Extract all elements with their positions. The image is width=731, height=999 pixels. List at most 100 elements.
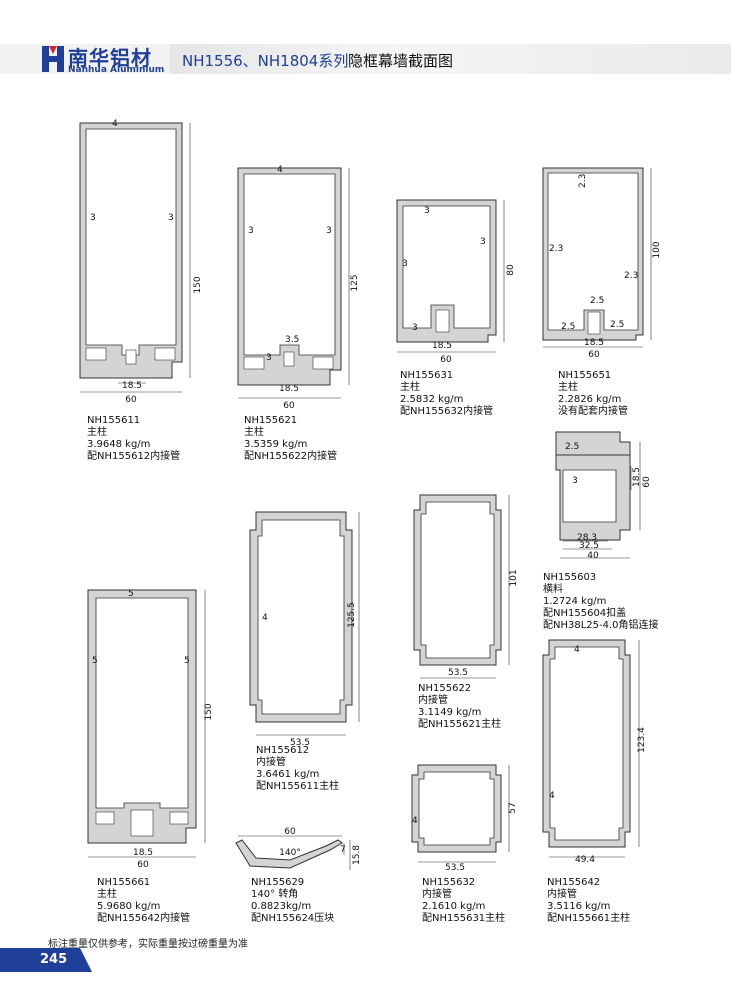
profile-type: 主柱 <box>97 889 117 900</box>
dim-label: 2.3 <box>549 244 563 254</box>
page-title: 隐框幕墙截面图 <box>348 52 454 70</box>
profile-nh155651-drawing: 2.3 2.3 2.3 100 2.5 2.5 2.5 18.5 60 <box>542 167 662 360</box>
profile-type: 内接管 <box>547 889 577 900</box>
dim-label: 2.5 <box>561 322 575 332</box>
caption-nh155603: NH155603 横料 1.2724 kg/m 配NH155604扣盖 配NH3… <box>543 572 659 632</box>
caption-nh155621: NH155621 主柱 3.5359 kg/m 配NH155622内接管 <box>244 415 337 463</box>
dim-label: 3 <box>572 476 578 486</box>
profile-code: NH155651 <box>558 370 612 381</box>
dim-label: 18.5 <box>279 384 299 394</box>
dim-label: 3 <box>168 213 174 223</box>
brand-name-cn: 南华铝材 <box>68 46 152 70</box>
profile-code: NH155642 <box>547 877 601 888</box>
dim-label: 4 <box>277 165 283 175</box>
profile-type: 主柱 <box>87 427 107 438</box>
dim-label: 150 <box>193 276 203 293</box>
profile-type: 140° 转角 <box>251 889 299 900</box>
dim-label: 18.5 <box>122 381 142 391</box>
dim-label: 28.3 <box>577 533 597 543</box>
profile-type: 内接管 <box>418 695 448 706</box>
caption-nh155629: NH155629 140° 转角 0.8823kg/m 配NH155624压块 <box>251 877 334 925</box>
profile-note: 没有配套内接管 <box>558 406 628 417</box>
page-tab-shape <box>0 948 92 972</box>
profile-type: 内接管 <box>422 889 452 900</box>
profile-note: 配NH155612内接管 <box>87 451 181 462</box>
profile-note: 配NH155624压块 <box>251 913 335 924</box>
profile-code: NH155629 <box>251 877 305 888</box>
dim-label: 4 <box>412 816 418 826</box>
dim-label: 60 <box>588 350 600 360</box>
profile-nh155632-drawing: 4 57 53.5 <box>411 764 518 873</box>
dim-label: 2.3 <box>624 271 638 281</box>
dim-label: 3 <box>402 259 408 269</box>
profile-nh155629-drawing: 60 140° 7 15.8 <box>235 827 362 870</box>
dim-label: 2.3 <box>578 174 588 188</box>
profile-code: NH155661 <box>97 877 151 888</box>
dim-label: 2.5 <box>590 296 604 306</box>
dim-label: 53.5 <box>445 863 465 873</box>
dim-label: 2.5 <box>565 442 579 452</box>
profile-weight: 3.1149 kg/m <box>418 707 482 718</box>
dim-label: 123.4 <box>637 727 647 753</box>
dim-label: 3 <box>424 206 430 216</box>
profile-type: 主柱 <box>558 382 578 393</box>
dim-label: 5 <box>184 656 190 666</box>
profile-note: 配NH155622内接管 <box>244 451 338 462</box>
profile-type: 内接管 <box>256 757 286 768</box>
dim-label: 80 <box>506 264 516 276</box>
profile-weight: 5.9680 kg/m <box>97 901 161 912</box>
dim-label: 125.5 <box>347 602 357 628</box>
page-number: 245 <box>40 952 68 967</box>
caption-nh155661: NH155661 主柱 5.9680 kg/m 配NH155642内接管 <box>97 877 190 925</box>
dim-label: 40 <box>587 551 599 561</box>
profile-code: NH155612 <box>256 745 310 756</box>
dim-label: 4 <box>112 119 118 129</box>
profile-type: 横料 <box>543 584 563 595</box>
dim-label: 3 <box>480 237 486 247</box>
caption-nh155651: NH155651 主柱 2.2826 kg/m 没有配套内接管 <box>558 370 628 418</box>
header-band <box>170 44 731 74</box>
dim-label: 18.5 <box>432 341 452 351</box>
dim-label: 3 <box>326 226 332 236</box>
dim-label: 53.5 <box>448 668 468 678</box>
profile-weight: 1.2724 kg/m <box>543 596 607 607</box>
dim-label: 150 <box>204 703 214 720</box>
dim-label: 60 <box>642 476 652 488</box>
dim-label: 3 <box>248 226 254 236</box>
dim-label: 57 <box>508 802 518 813</box>
profile-weight: 2.5832 kg/m <box>400 394 464 405</box>
profile-note: 配NH155642内接管 <box>97 913 191 924</box>
dim-label: 5 <box>92 656 98 666</box>
profile-nh155612-drawing: 4 125.5 53.5 <box>249 511 360 748</box>
dim-label: 4 <box>549 791 555 801</box>
dim-label: 15.8 <box>352 845 362 865</box>
profile-note: 配NH155604扣盖 <box>543 608 627 619</box>
brand-name-en: Nanhua Aluminium <box>68 65 165 75</box>
dim-label: 60 <box>440 355 452 365</box>
dim-label: 7 <box>340 845 346 855</box>
profile-note: 配NH155631主柱 <box>422 913 506 924</box>
caption-nh155611: NH155611 主柱 3.9648 kg/m 配NH155612内接管 <box>87 415 180 463</box>
profile-code: NH155622 <box>418 683 472 694</box>
profile-weight: 2.2826 kg/m <box>558 394 622 405</box>
dim-label: 4 <box>574 645 580 655</box>
caption-nh155612: NH155612 内接管 3.6461 kg/m 配NH155611主柱 <box>256 745 339 793</box>
weight-disclaimer: 标注重量仅供参考，实际重量按过磅重量为准 <box>48 939 248 950</box>
profile-code: NH155603 <box>543 572 597 583</box>
dim-label: 60 <box>284 827 296 837</box>
dim-label: 60 <box>125 395 137 405</box>
dim-label: 5 <box>128 589 134 599</box>
dim-label: 140° <box>279 848 301 858</box>
profile-weight: 3.6461 kg/m <box>256 769 320 780</box>
profile-weight: 3.9648 kg/m <box>87 439 151 450</box>
profile-weight: 0.8823kg/m <box>251 901 312 912</box>
dim-label: 100 <box>652 241 662 258</box>
profile-weight: 3.5116 kg/m <box>547 901 611 912</box>
dim-label: 101 <box>509 569 519 586</box>
caption-nh155632: NH155632 内接管 2.1610 kg/m 配NH155631主柱 <box>422 877 505 925</box>
profile-weight: 2.1610 kg/m <box>422 901 486 912</box>
dim-label: 3 <box>90 213 96 223</box>
dim-label: 125 <box>350 274 360 291</box>
profile-type: 主柱 <box>244 427 264 438</box>
profile-nh155611-drawing: 4 3 3 150 18.5 60 <box>79 119 203 405</box>
